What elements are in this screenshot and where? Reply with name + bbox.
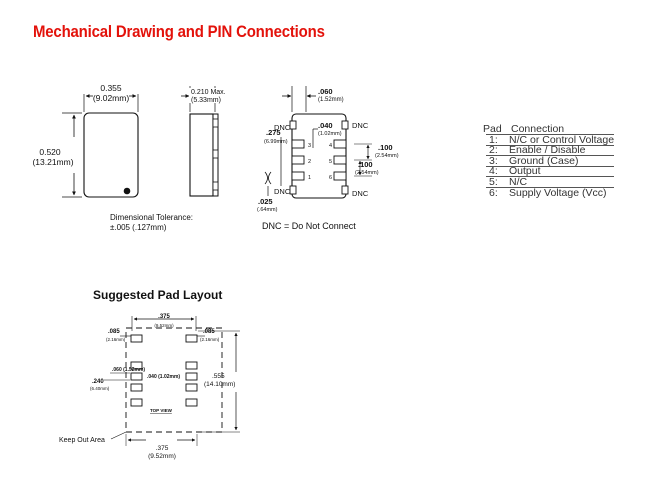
pin-table-divider: [486, 176, 614, 178]
height-mm-label: (13.21mm): [32, 157, 73, 167]
dnc-bottom-right: DNC: [352, 189, 369, 198]
pin-table-connection: N/C: [509, 175, 528, 188]
pin-table-pad: 5:: [489, 175, 498, 188]
dim-100b-label: .100: [358, 160, 373, 169]
top-view-label: TOP VIEW: [150, 408, 173, 413]
pad-dim-375-bottom-mm: (9.52mm): [148, 453, 176, 460]
pin-table-pad: 3:: [489, 154, 498, 167]
dim-275-label: .275: [266, 128, 281, 137]
height-in-label: 0.520: [39, 147, 61, 157]
pad-dim-085-left-mm: (2.16mm): [106, 337, 126, 342]
pad-dim-375-bottom: .375: [156, 445, 169, 452]
pin-table-header-pad: Pad: [483, 123, 502, 135]
package-side-view: 0.210 Max. (5.33mm): [181, 86, 231, 197]
pin-table-connection: Enable / Disable: [509, 144, 586, 157]
pad-6: [333, 171, 347, 181]
pin-table-connection: Output: [509, 165, 541, 178]
width-in-label: 0.355: [100, 83, 122, 93]
pin-number-5: 5: [329, 159, 332, 165]
dim-275-mm-label: (6.99mm): [264, 139, 288, 145]
pin-table-pad: 4:: [489, 165, 498, 178]
pin-number-6: 6: [329, 175, 332, 181]
dim-100a-label: .100: [378, 143, 393, 152]
dnc-top-right: DNC: [352, 121, 369, 130]
dim-060-mm-label: (1.52mm): [318, 97, 344, 103]
keep-out-label: Keep Out Area: [59, 437, 105, 444]
dnc-top-left: DNC: [274, 123, 291, 132]
pad-layout-diagram: .375 (9.52mm) .085 (2.16mm) .085 (2.16mm…: [59, 314, 240, 460]
depth-mm-label: (5.33mm): [191, 97, 221, 104]
pad-4: [333, 139, 347, 149]
pad-dim-240-mm: (6.40mm): [90, 386, 110, 391]
pad-layout-title: Suggested Pad Layout: [93, 288, 223, 302]
pad-dim-085-right-mm: (2.16mm): [200, 337, 220, 342]
pin-table-divider: [486, 187, 614, 188]
depth-in-label: 0.210 Max.: [191, 89, 226, 96]
pad-dim-375-top-mm: (9.52mm): [154, 323, 174, 328]
pad-1: [291, 171, 305, 181]
pad-2: [291, 155, 305, 165]
dnc-bottom-left: DNC: [274, 187, 291, 196]
pad-3: [291, 139, 305, 149]
pad-dim-060: .060 (1.52mm): [112, 367, 145, 373]
pad-dim-555: .555: [212, 373, 225, 380]
pin1-marker: [123, 187, 131, 195]
pinout-view: .060 (1.52mm) 3 4 2 5 1 6 DNC DNC DNC DN…: [257, 86, 399, 213]
pin-table-pad: 1:: [489, 133, 498, 146]
dim-060-label: .060: [318, 87, 333, 96]
pad-dim-555-mm: (14.10mm): [204, 381, 235, 388]
pin-number-3: 3: [308, 143, 311, 149]
pin-table-divider: [486, 155, 614, 157]
pin-table-connection: Ground (Case): [509, 154, 579, 167]
pin-table-divider: [486, 134, 614, 135]
pin-table-divider: [486, 144, 614, 146]
pin-number-4: 4: [329, 143, 332, 149]
pin-table-divider: [486, 165, 614, 167]
dim-040-mm-label: (1.02mm): [318, 131, 342, 137]
package-body: [83, 112, 139, 198]
dim-100b-mm-label: (2.54mm): [355, 170, 379, 176]
pad-dim-085-left: .085: [108, 329, 120, 335]
dnc-legend: DNC = Do Not Connect: [262, 221, 356, 231]
dim-100a-mm-label: (2.54mm): [375, 153, 399, 159]
pad-dim-240: .240: [92, 379, 104, 385]
dim-040-label: .040: [318, 121, 333, 130]
pad-5: [333, 155, 347, 165]
pin-table-pad: 2:: [489, 144, 498, 157]
pin-number-1: 1: [308, 175, 311, 181]
pad-dim-040: .040 (1.02mm): [147, 374, 180, 380]
pin-table-header-connection: Connection: [511, 123, 565, 135]
tolerance-line1: Dimensional Tolerance:: [110, 213, 193, 222]
package-front-view: 0.355 (9.02mm) 0.520 (13.21mm): [32, 83, 139, 198]
pin-table-connection: N/C or Control Voltage: [509, 133, 615, 146]
pad-dim-375-top: .375: [158, 314, 170, 320]
width-mm-label: (9.02mm): [93, 93, 130, 103]
tolerance-line2: ±.005 (.127mm): [110, 223, 167, 232]
pin-table-connection: Supply Voltage (Vcc): [509, 186, 607, 199]
dim-025-mm-label: (.64mm): [257, 207, 278, 213]
page-title: Mechanical Drawing and PIN Connections: [33, 22, 325, 41]
pin-number-2: 2: [308, 159, 311, 165]
pad-dim-085-right: .085: [203, 329, 215, 335]
pin-table-pad: 6:: [489, 186, 498, 199]
dim-025-label: .025: [258, 197, 273, 206]
